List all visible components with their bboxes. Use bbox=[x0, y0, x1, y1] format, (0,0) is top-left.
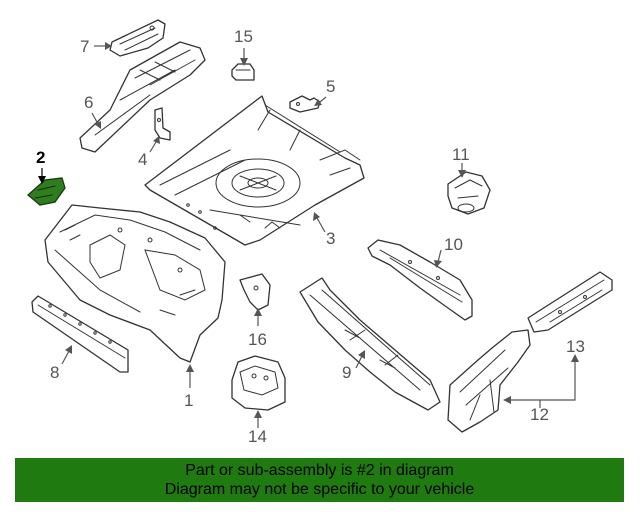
part-15-clip[interactable] bbox=[231, 63, 255, 81]
banner-line-2: Diagram may not be specific to your vehi… bbox=[164, 481, 475, 498]
part-6-side-member[interactable] bbox=[79, 41, 206, 153]
part-2-highlighted-plate[interactable] bbox=[27, 177, 66, 206]
callout-8: 8 bbox=[50, 363, 59, 382]
part-10-rail[interactable] bbox=[367, 239, 473, 321]
part-11-bracket[interactable] bbox=[447, 171, 491, 215]
part-8-cross-member[interactable] bbox=[31, 295, 129, 373]
callout-10: 10 bbox=[444, 235, 463, 254]
banner-line-1: Part or sub-assembly is #2 in diagram bbox=[185, 462, 454, 479]
callout-13: 13 bbox=[566, 337, 585, 356]
callout-3: 3 bbox=[326, 229, 335, 248]
callout-5: 5 bbox=[326, 77, 335, 96]
callout-15: 15 bbox=[234, 27, 253, 46]
callout-2[interactable]: 2 bbox=[36, 148, 45, 167]
info-banner: Part or sub-assembly is #2 in diagram Di… bbox=[15, 458, 624, 502]
callout-16: 16 bbox=[248, 330, 267, 349]
callout-9: 9 bbox=[342, 363, 351, 382]
part-13-rail[interactable] bbox=[527, 271, 613, 333]
callout-6: 6 bbox=[84, 93, 93, 112]
callout-11: 11 bbox=[452, 145, 470, 164]
part-14-jack-support[interactable] bbox=[231, 355, 286, 411]
part-7-bracket[interactable] bbox=[109, 19, 166, 57]
callout-1: 1 bbox=[184, 391, 193, 410]
part-3-rear-floor-pan[interactable] bbox=[144, 95, 365, 246]
part-1-floor-panel[interactable] bbox=[44, 204, 226, 363]
part-16-gusset[interactable] bbox=[239, 273, 271, 311]
parts-diagram: 7 6 4 15 5 3 2 11 10 16 13 8 9 1 12 14 bbox=[27, 19, 613, 446]
callout-4: 4 bbox=[138, 150, 147, 169]
part-4-bracket[interactable] bbox=[154, 107, 171, 141]
callout-7: 7 bbox=[80, 37, 89, 56]
part-12-assembly[interactable] bbox=[447, 329, 531, 433]
part-9-side-member[interactable] bbox=[299, 277, 441, 411]
callout-labels: 7 6 4 15 5 3 2 11 10 16 13 8 9 1 12 14 bbox=[36, 27, 585, 446]
callout-12: 12 bbox=[530, 405, 549, 424]
callout-14: 14 bbox=[248, 427, 267, 446]
leader-lines bbox=[38, 42, 579, 428]
